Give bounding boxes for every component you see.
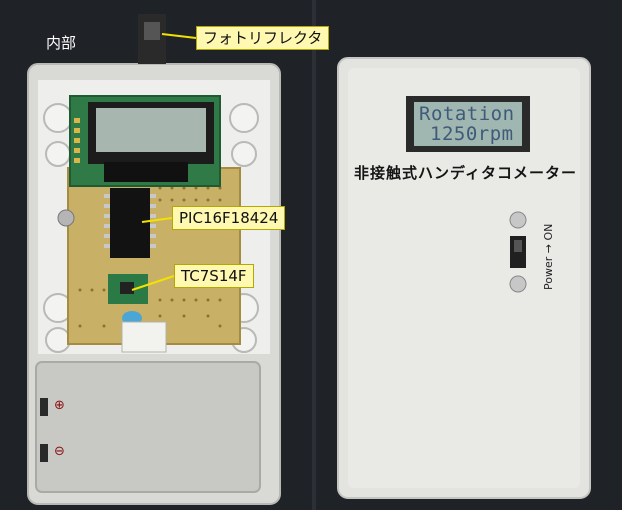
standoff-screw [57,209,75,227]
pic-pins [104,194,156,248]
tc7s14f-chip [120,282,134,294]
photo-reflector-label: フォトリフレクタ [196,26,330,50]
lcd-pins [74,118,80,163]
battery-minus-symbol: ⊖ [54,444,65,459]
power-on-label: Power → ON [542,223,555,290]
callout-line-reflector [161,33,197,39]
lcd-glass-left [96,108,206,152]
pic-chip [110,188,150,258]
battery-contact-top [40,398,48,416]
callout-line-pic [141,217,173,223]
lcd-connector [104,162,188,182]
device-title: 非接触式ハンディタコメーター [354,164,577,182]
sensor-window [144,22,160,40]
battery-plus-symbol: ⊕ [54,398,65,413]
photo-divider [312,0,316,510]
battery-compartment [35,361,261,493]
jst-connector [121,321,167,353]
tc7s14f-label: TC7S14F [174,264,254,288]
interior-label: 内部 [46,34,77,52]
lcd-line-2: 1250rpm [430,123,514,145]
power-switch-slider [514,240,522,252]
closed-case-face [348,68,580,488]
callout-line-tc [131,275,175,291]
front-screw-bottom [509,275,527,293]
front-screw-top [509,211,527,229]
lcd-line-1: Rotation [419,103,515,125]
pic-label: PIC16F18424 [172,206,286,230]
battery-contact-bottom [40,444,48,462]
lcd-glass-right [414,102,522,146]
